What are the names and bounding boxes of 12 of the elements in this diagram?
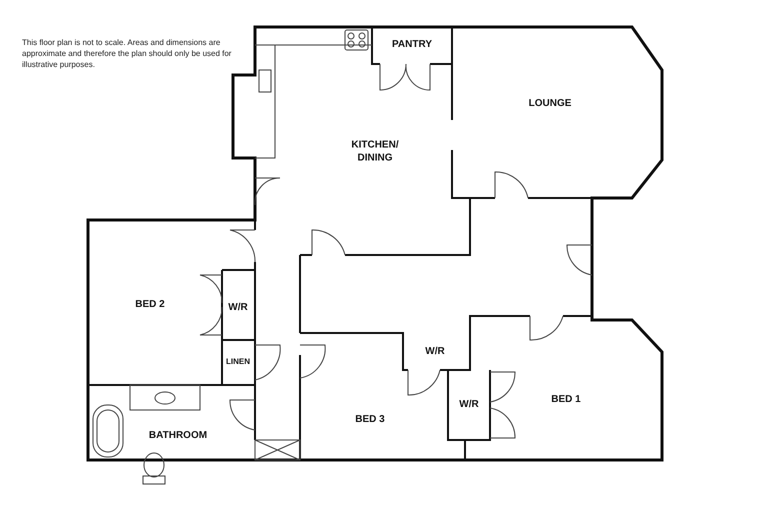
room-label: KITCHEN/ DINING	[348, 140, 402, 164]
disclaimer-note: This floor plan is not to scale. Areas and dimensions are approximate and therefore the plan should only be used for illustrative purposes.	[22, 38, 232, 70]
room-label: BED 3	[355, 414, 385, 426]
room-label: LOUNGE	[528, 98, 572, 110]
room-label: W/R	[228, 302, 248, 314]
room-label: LINEN	[226, 357, 250, 367]
room-label: BED 2	[135, 298, 165, 312]
room-label: BATHROOM	[148, 430, 208, 442]
room-label: PANTRY	[392, 38, 432, 52]
room-label: W/R	[459, 398, 479, 412]
room-label: W/R	[425, 346, 445, 358]
room-label: BED 1	[551, 394, 581, 406]
